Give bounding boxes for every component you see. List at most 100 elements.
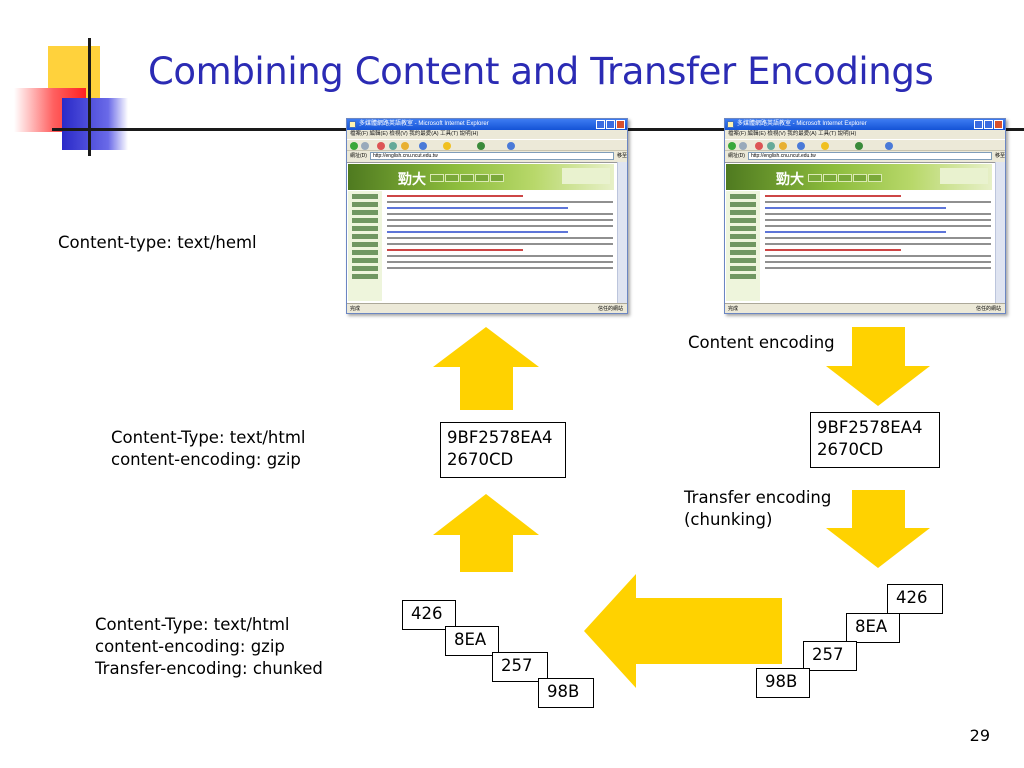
headers-chunked: Content-Type: text/html content-encoding… xyxy=(95,614,323,680)
site-banner: 勁大 xyxy=(348,164,614,190)
scrollbar[interactable] xyxy=(617,162,627,304)
transfer-encoding-label: Transfer encoding (chunking) xyxy=(684,487,831,531)
address-bar: 網址(D) http://english.cnu.ncut.edu.tw 移至 xyxy=(725,151,1005,161)
banner-badge xyxy=(562,168,610,184)
ie-icon xyxy=(349,121,356,128)
site-sidebar[interactable] xyxy=(348,191,382,301)
address-input[interactable]: http://english.cnu.ncut.edu.tw xyxy=(747,152,992,160)
encoded-line: 9BF2578EA4 xyxy=(817,418,923,437)
scrollbar[interactable] xyxy=(995,162,1005,304)
site-body-text xyxy=(765,195,991,273)
browser-toolbar xyxy=(725,139,1005,151)
content-type-label: Content-type: text/heml xyxy=(58,233,257,252)
stop-icon[interactable] xyxy=(377,142,385,150)
page-content: 勁大 xyxy=(725,162,1005,304)
header-line: content-encoding: gzip xyxy=(95,637,285,656)
back-icon[interactable] xyxy=(350,142,358,150)
search-icon[interactable] xyxy=(797,142,805,150)
status-bar: 完成 信任的網站 xyxy=(347,303,627,313)
go-button[interactable]: 移至 xyxy=(994,153,1005,159)
chunk-box: 98B xyxy=(756,668,810,698)
site-logo: 勁大 xyxy=(398,172,426,188)
browser-title-text: 多媒體網路英語教室 - Microsoft Internet Explorer xyxy=(359,121,489,127)
site-sidebar[interactable] xyxy=(726,191,760,301)
go-button[interactable]: 移至 xyxy=(616,153,627,159)
transfer-encoding-line: Transfer encoding xyxy=(684,488,832,507)
encoded-line: 2670CD xyxy=(447,450,514,469)
browser-toolbar xyxy=(347,139,627,151)
header-line: Transfer-encoding: chunked xyxy=(95,659,323,678)
close-icon[interactable] xyxy=(994,120,1003,129)
address-input[interactable]: http://english.cnu.ncut.edu.tw xyxy=(369,152,614,160)
back-icon[interactable] xyxy=(728,142,736,150)
browser-window-left: 多媒體網路英語教室 - Microsoft Internet Explorer … xyxy=(346,118,628,314)
chunk-box: 426 xyxy=(402,600,456,630)
window-buttons xyxy=(974,120,1003,129)
ie-icon xyxy=(727,121,734,128)
header-line: Content-Type: text/html xyxy=(111,428,306,447)
media-icon[interactable] xyxy=(855,142,863,150)
maximize-icon[interactable] xyxy=(984,120,993,129)
media-icon[interactable] xyxy=(477,142,485,150)
browser-titlebar: 多媒體網路英語教室 - Microsoft Internet Explorer xyxy=(347,119,627,130)
refresh-icon[interactable] xyxy=(767,142,775,150)
site-logo: 勁大 xyxy=(776,172,804,188)
slide-title: Combining Content and Transfer Encodings xyxy=(148,50,934,93)
browser-menubar[interactable]: 檔案(F) 編輯(E) 檢視(V) 我的最愛(A) 工具(T) 說明(H) xyxy=(728,131,857,137)
favorites-icon[interactable] xyxy=(821,142,829,150)
forward-icon[interactable] xyxy=(739,142,747,150)
search-icon[interactable] xyxy=(419,142,427,150)
home-icon[interactable] xyxy=(401,142,409,150)
site-nav-tabs[interactable] xyxy=(430,174,504,182)
page-content: 勁大 xyxy=(347,162,627,304)
decor-vertical-line xyxy=(88,38,91,156)
content-encoding-label: Content encoding xyxy=(688,333,835,352)
favorites-icon[interactable] xyxy=(443,142,451,150)
encoded-data-box-left: 9BF2578EA4 2670CD xyxy=(440,422,566,478)
up-arrow-lower xyxy=(433,494,539,572)
banner-badge xyxy=(940,168,988,184)
status-zone: 信任的網站 xyxy=(597,306,623,312)
history-icon[interactable] xyxy=(885,142,893,150)
site-nav-tabs[interactable] xyxy=(808,174,882,182)
decor-blue-square xyxy=(62,98,128,150)
site-body-text xyxy=(387,195,613,273)
encoded-line: 2670CD xyxy=(817,440,884,459)
headers-gzip: Content-Type: text/html content-encoding… xyxy=(111,427,305,471)
window-buttons xyxy=(596,120,625,129)
status-text: 完成 xyxy=(350,306,361,312)
forward-icon[interactable] xyxy=(361,142,369,150)
browser-titlebar: 多媒體網路英語教室 - Microsoft Internet Explorer xyxy=(725,119,1005,130)
down-arrow-content-encoding xyxy=(826,327,930,406)
maximize-icon[interactable] xyxy=(606,120,615,129)
chunk-box: 8EA xyxy=(846,613,900,643)
minimize-icon[interactable] xyxy=(974,120,983,129)
left-arrow xyxy=(584,574,782,688)
encoded-line: 9BF2578EA4 xyxy=(447,428,553,447)
chunk-box: 257 xyxy=(492,652,548,682)
stop-icon[interactable] xyxy=(755,142,763,150)
status-zone: 信任的網站 xyxy=(975,306,1001,312)
chunk-box: 257 xyxy=(803,641,857,671)
address-label: 網址(D) xyxy=(728,153,745,159)
home-icon[interactable] xyxy=(779,142,787,150)
address-bar: 網址(D) http://english.cnu.ncut.edu.tw 移至 xyxy=(347,151,627,161)
transfer-encoding-line: (chunking) xyxy=(684,510,773,529)
up-arrow-upper xyxy=(433,327,539,410)
history-icon[interactable] xyxy=(507,142,515,150)
minimize-icon[interactable] xyxy=(596,120,605,129)
browser-menubar[interactable]: 檔案(F) 編輯(E) 檢視(V) 我的最愛(A) 工具(T) 說明(H) xyxy=(350,131,479,137)
chunk-box: 8EA xyxy=(445,626,499,656)
browser-window-right: 多媒體網路英語教室 - Microsoft Internet Explorer … xyxy=(724,118,1006,314)
encoded-data-box-right: 9BF2578EA4 2670CD xyxy=(810,412,940,468)
down-arrow-transfer-encoding xyxy=(826,490,930,568)
address-label: 網址(D) xyxy=(350,153,367,159)
chunk-box: 98B xyxy=(538,678,594,708)
status-bar: 完成 信任的網站 xyxy=(725,303,1005,313)
header-line: content-encoding: gzip xyxy=(111,450,301,469)
refresh-icon[interactable] xyxy=(389,142,397,150)
close-icon[interactable] xyxy=(616,120,625,129)
status-text: 完成 xyxy=(728,306,739,312)
browser-title-text: 多媒體網路英語教室 - Microsoft Internet Explorer xyxy=(737,121,867,127)
